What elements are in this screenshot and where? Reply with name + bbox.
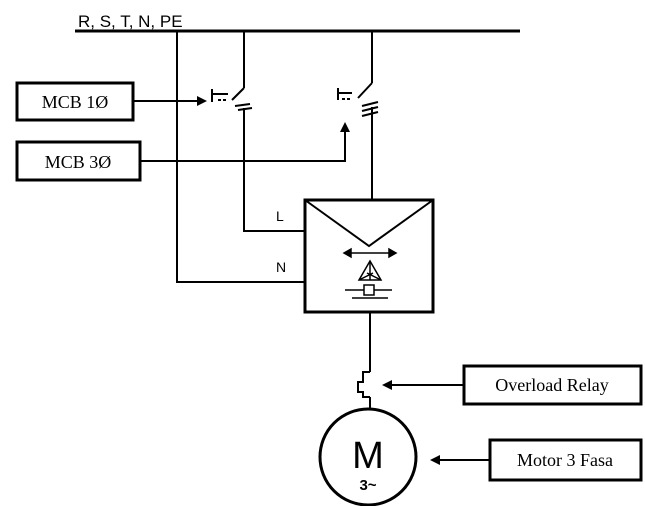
callout-overload-relay: Overload Relay xyxy=(382,364,643,406)
line-wire-to-vfd xyxy=(243,108,305,232)
mcb-1p-symbol xyxy=(211,87,253,111)
motor-letter: M xyxy=(352,435,384,477)
motor-phase: 3~ xyxy=(359,477,376,494)
callout-mcb-1p-label: MCB 1Ø xyxy=(42,92,109,112)
callout-mcb-1p: MCB 1Ø xyxy=(15,81,207,122)
terminal-l-label: L xyxy=(276,208,284,224)
neutral-wire xyxy=(176,31,305,283)
callout-overload-relay-label: Overload Relay xyxy=(495,375,608,395)
bidirectional-arrow-icon xyxy=(342,247,398,259)
vfd-inverter-block xyxy=(303,198,435,314)
bus-label: R, S, T, N, PE xyxy=(78,12,183,31)
callout-motor: Motor 3 Fasa xyxy=(430,438,643,482)
overload-relay-symbol xyxy=(357,371,370,398)
terminal-n-label: N xyxy=(276,259,286,275)
callout-motor-label: Motor 3 Fasa xyxy=(517,450,613,470)
contact-icon xyxy=(345,284,392,299)
mcb-3p-symbol xyxy=(337,82,379,117)
callout-mcb-3p-label: MCB 3Ø xyxy=(45,152,112,172)
callout-mcb-3p: MCB 3Ø xyxy=(15,122,350,182)
fan-icon xyxy=(357,259,383,281)
motor-symbol: M 3~ xyxy=(318,407,418,506)
